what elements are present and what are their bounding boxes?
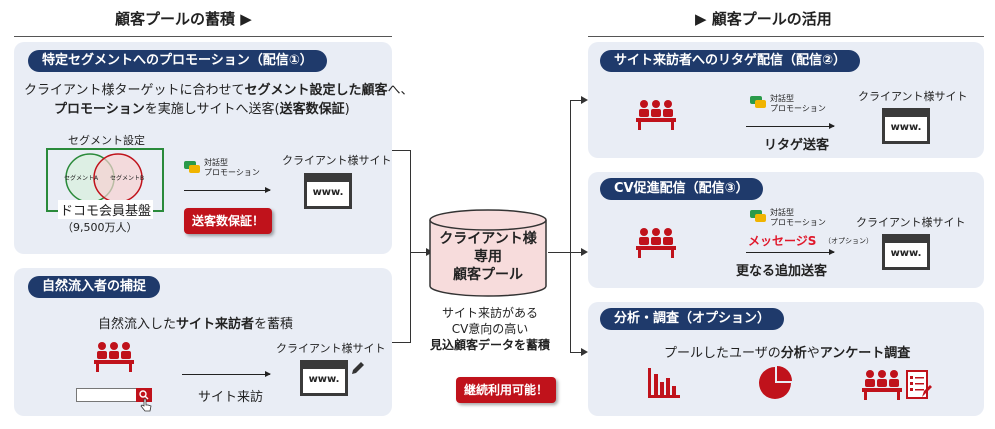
retarget-chat-label-2: プロモーション	[770, 104, 826, 113]
natural-inflow-panel: 自然流入者の捕捉 自然流入したサイト来訪者を蓄積 サイト来訪 クライアント様サイ…	[14, 268, 392, 416]
database-label-3: 顧客プール	[453, 267, 523, 283]
retarget-chat-label-1: 対話型	[770, 94, 794, 103]
retarget-browser-icon: www.	[882, 108, 930, 144]
cv-panel: CV促進配信（配信③） 対話型 プロモーション メッセージS （オプション） 更…	[588, 172, 984, 288]
right-section-header: ▶ 顧客プールの活用	[695, 10, 832, 28]
retarget-site-label: クライアント様サイト	[858, 90, 968, 103]
customer-pool-database	[429, 209, 547, 297]
people-group-icon	[94, 342, 134, 372]
connector-right-top-head	[581, 96, 588, 104]
retarget-people-icon	[636, 100, 676, 130]
left-header-rule	[14, 36, 392, 37]
retarget-arrow	[746, 123, 835, 129]
pool-description-3: 見込顧客データを蓄積	[429, 338, 550, 352]
pool-description-1: サイト来訪がある	[441, 306, 538, 320]
connector-right-mid	[570, 252, 582, 253]
promotion-description-line1: クライアント様ターゲットに合わせてセグメント設定した顧客へ、	[24, 83, 414, 98]
analysis-panel: 分析・調査（オプション） プールしたユーザの分析やアンケート調査	[588, 302, 984, 416]
promotion-site-label: クライアント様サイト	[282, 154, 392, 167]
chat-promotion-label-1: 対話型	[204, 158, 228, 167]
connector-right-bot	[570, 352, 582, 353]
analysis-panel-title: 分析・調査（オプション）	[600, 308, 785, 330]
promotion-panel-title: 特定セグメントへのプロモーション（配信①）	[28, 50, 327, 72]
connector-from-db	[548, 252, 570, 253]
retarget-panel: サイト来訪者へのリタゲ配信（配信②） 対話型 プロモーション リタゲ送客 クライ…	[588, 42, 984, 158]
connector-top-h	[392, 150, 410, 151]
docomo-member-count: （9,500万人）	[62, 221, 138, 234]
retarget-chat-icon	[750, 96, 766, 108]
promotion-panel: 特定セグメントへのプロモーション（配信①） クライアント様ターゲットに合わせてセ…	[14, 42, 414, 254]
connector-left-v	[410, 150, 411, 343]
connector-right-bot-head	[581, 348, 588, 356]
search-icon	[139, 390, 149, 400]
site-visit-label: サイト来訪	[198, 390, 264, 405]
natural-browser-icon: www.	[300, 360, 348, 396]
cv-chat-icon	[750, 210, 766, 222]
promotion-arrow	[184, 187, 271, 193]
venn-label-b: セグメントB	[110, 175, 145, 182]
natural-inflow-panel-title: 自然流入者の捕捉	[28, 276, 161, 298]
delivery-guarantee-badge: 送客数保証！	[184, 208, 273, 234]
retarget-panel-title: サイト来訪者へのリタゲ配信（配信②）	[600, 50, 861, 72]
cv-chat-label-1: 対話型	[770, 208, 794, 217]
retarget-arrow-label: リタゲ送客	[764, 138, 830, 153]
cv-chat-label-2: プロモーション	[770, 218, 826, 227]
survey-people-icon	[862, 370, 902, 400]
survey-sheet-icon	[906, 370, 932, 399]
cursor-hand-icon	[140, 398, 152, 412]
site-visit-arrow	[182, 371, 271, 377]
connector-right-v	[570, 100, 571, 352]
message-s-logo: メッセージS	[748, 234, 817, 248]
continuous-use-badge: 継続利用可能！	[456, 377, 557, 403]
pool-description-2: CV意向の高い	[451, 322, 529, 336]
chat-promotion-icon	[184, 161, 200, 173]
promotion-browser-icon: www.	[304, 173, 352, 209]
database-label-1: クライアント様	[439, 231, 537, 247]
connector-to-db	[410, 252, 428, 253]
connector-right-mid-head	[581, 248, 588, 256]
promotion-description-line2: プロモーションを実施しサイトへ送客(送客数保証)	[54, 102, 350, 117]
connector-bottom-h	[392, 342, 410, 343]
left-section-header: 顧客プールの蓄積 ▶	[115, 10, 252, 28]
right-header-rule	[588, 36, 984, 37]
cv-arrow	[746, 249, 835, 255]
chat-promotion-label-2: プロモーション	[204, 168, 260, 177]
natural-site-label: クライアント様サイト	[276, 342, 386, 355]
docomo-base-label: ドコモ会員基盤	[58, 200, 154, 219]
natural-inflow-description: 自然流入したサイト来訪者を蓄積	[98, 317, 294, 332]
cv-panel-title: CV促進配信（配信③）	[600, 178, 763, 200]
cv-arrow-label: 更なる追加送客	[736, 264, 828, 279]
message-s-option: （オプション）	[824, 237, 873, 245]
analysis-description: プールしたユーザの分析やアンケート調査	[664, 346, 911, 361]
bar-chart-icon	[648, 368, 680, 398]
cv-people-icon	[636, 228, 676, 258]
cv-browser-icon: www.	[882, 234, 930, 270]
venn-label-a: セグメントA	[64, 175, 99, 182]
pie-chart-icon	[759, 366, 792, 399]
segment-setting-label: セグメント設定	[68, 134, 145, 147]
connector-right-top	[570, 100, 582, 101]
database-label-2: 専用	[474, 249, 502, 265]
pencil-icon	[352, 362, 364, 374]
cv-site-label: クライアント様サイト	[856, 216, 966, 229]
